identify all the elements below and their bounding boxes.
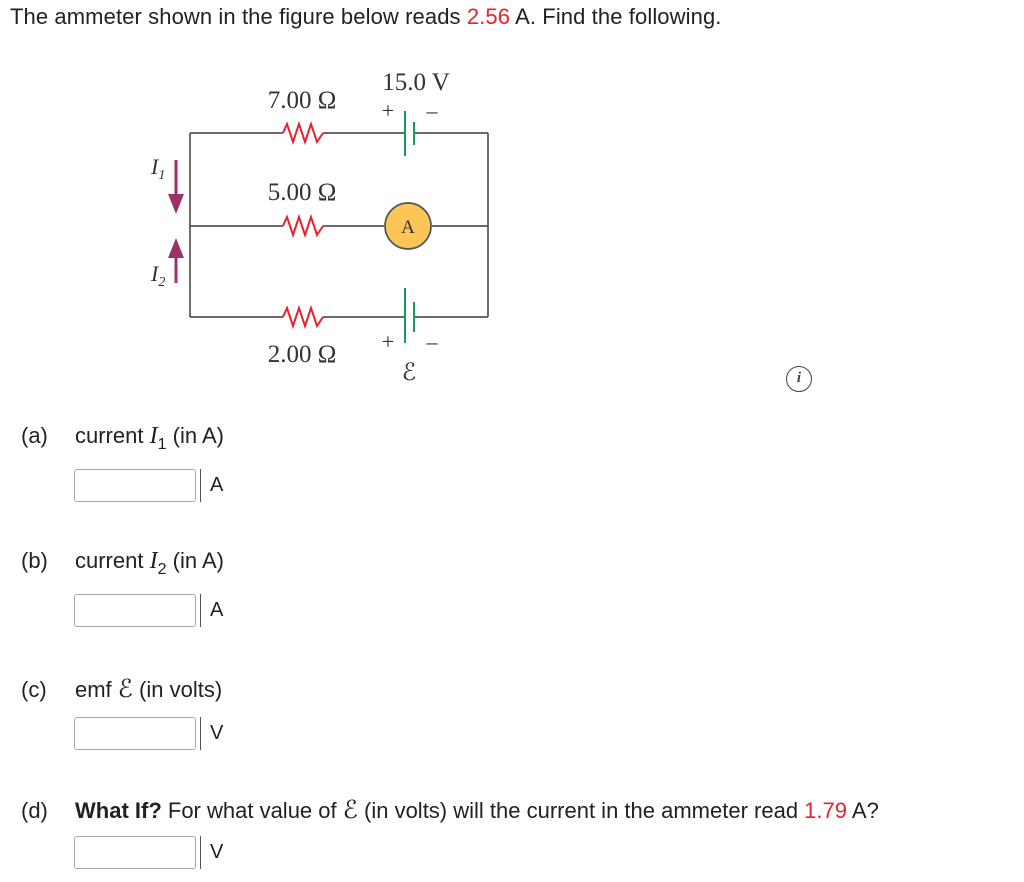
circuit-wires bbox=[189, 132, 489, 318]
resistor-5-ohm bbox=[282, 213, 324, 239]
prompt-text-before: The ammeter shown in the figure below re… bbox=[10, 4, 467, 29]
answer-a: A bbox=[74, 469, 223, 502]
question-c-tag: (c) bbox=[21, 677, 47, 702]
info-icon[interactable]: i bbox=[786, 366, 812, 392]
question-a-pre: current bbox=[75, 423, 150, 448]
answer-a-input[interactable] bbox=[74, 469, 196, 502]
battery-voltage-label: 15.0 V bbox=[382, 69, 450, 96]
question-b-pre: current bbox=[75, 548, 150, 573]
answer-c-input[interactable] bbox=[74, 717, 196, 750]
ammeter-label: A bbox=[401, 217, 415, 238]
question-a-var: I bbox=[149, 423, 158, 449]
question-d-post: A? bbox=[847, 798, 879, 823]
battery-top-plus: + bbox=[382, 98, 394, 123]
battery-top-minus: – bbox=[426, 98, 439, 123]
answer-a-unit: A bbox=[200, 469, 223, 502]
problem-statement: The ammeter shown in the figure below re… bbox=[10, 4, 722, 30]
answer-c-unit: V bbox=[200, 717, 223, 750]
question-a-post: (in A) bbox=[166, 423, 224, 448]
answer-c: V bbox=[74, 717, 223, 750]
question-b: (b) current I2 (in A) bbox=[21, 548, 224, 579]
question-c: (c) emf ℰ (in volts) bbox=[21, 674, 222, 704]
battery-emf bbox=[404, 288, 415, 343]
circuit-diagram: A 7.00 Ω 5.00 Ω 2.00 Ω 15.0 V + – + – ℰ … bbox=[150, 69, 489, 386]
answer-b-input[interactable] bbox=[74, 594, 196, 627]
resistor-7-ohm bbox=[282, 120, 324, 146]
i2-label-letter: I bbox=[150, 261, 160, 286]
i1-label: I1 bbox=[150, 154, 165, 183]
question-d-mid: (in volts) will the current in the ammet… bbox=[357, 798, 805, 823]
emf-symbol-d: ℰ bbox=[342, 797, 358, 824]
question-b-sub: 2 bbox=[157, 561, 167, 578]
what-if-label: What If? bbox=[75, 798, 162, 823]
resistor-2-ohm bbox=[282, 304, 324, 330]
question-b-var: I bbox=[149, 548, 158, 574]
question-d-tag: (d) bbox=[21, 798, 48, 823]
prompt-text-after: A. Find the following. bbox=[510, 4, 722, 29]
question-c-post: (in volts) bbox=[132, 677, 223, 702]
i1-label-letter: I bbox=[150, 154, 160, 179]
resistor-2-label: 2.00 Ω bbox=[268, 341, 337, 368]
what-if-reading: 1.79 bbox=[804, 798, 847, 823]
battery-bottom-minus: – bbox=[426, 329, 439, 354]
question-b-tag: (b) bbox=[21, 548, 48, 573]
question-b-post: (in A) bbox=[166, 548, 224, 573]
i1-label-sub: 1 bbox=[158, 168, 165, 183]
answer-d-unit: V bbox=[200, 836, 223, 869]
emf-label: ℰ bbox=[402, 360, 417, 386]
resistor-5-label: 5.00 Ω bbox=[268, 179, 337, 206]
current-arrow-i1 bbox=[168, 160, 184, 214]
question-d: (d) What If? For what value of ℰ (in volt… bbox=[21, 795, 879, 825]
answer-d-input[interactable] bbox=[74, 836, 196, 869]
question-a-tag: (a) bbox=[21, 423, 48, 448]
battery-bottom-plus: + bbox=[382, 329, 394, 354]
ammeter-reading: 2.56 bbox=[466, 4, 511, 29]
answer-d: V bbox=[74, 836, 223, 869]
question-c-pre: emf bbox=[75, 677, 118, 702]
answer-b: A bbox=[74, 594, 223, 627]
i2-label: I2 bbox=[150, 261, 165, 290]
current-arrow-i2 bbox=[168, 238, 184, 283]
resistor-7-label: 7.00 Ω bbox=[268, 87, 337, 114]
answer-b-unit: A bbox=[200, 594, 223, 627]
question-d-pre: For what value of bbox=[161, 798, 343, 823]
question-a: (a) current I1 (in A) bbox=[21, 423, 224, 454]
emf-symbol-c: ℰ bbox=[117, 676, 133, 703]
question-a-sub: 1 bbox=[157, 436, 167, 453]
battery-15v bbox=[404, 111, 415, 156]
ammeter bbox=[384, 202, 432, 250]
i2-label-sub: 2 bbox=[158, 275, 165, 290]
